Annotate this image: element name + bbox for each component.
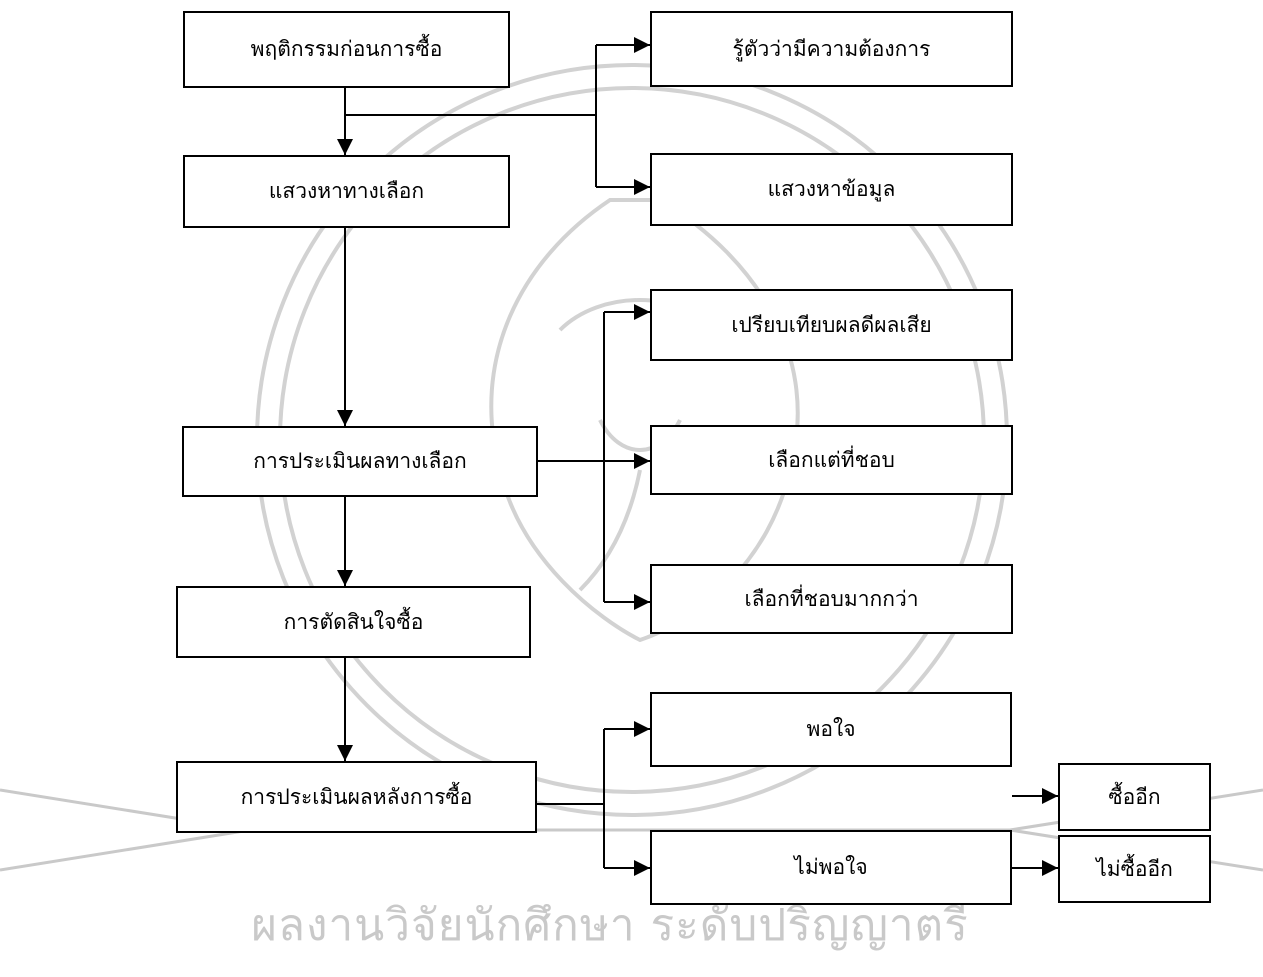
node-pre-purchase-behavior: พฤติกรรมก่อนการซื้อ — [183, 11, 510, 88]
node-label: เปรียบเทียบผลดีผลเสีย — [731, 309, 931, 342]
node-label: การประเมินผลหลังการซื้อ — [241, 781, 473, 814]
node-search-alternatives: แสวงหาทางเลือก — [183, 155, 510, 228]
node-choose-liked: เลือกแต่ที่ชอบ — [650, 425, 1013, 495]
node-evaluate-alternatives: การประเมินผลทางเลือก — [182, 426, 538, 497]
node-choose-preferred: เลือกที่ชอบมากกว่า — [650, 564, 1013, 634]
node-not-buy-again: ไม่ซื้ออีก — [1058, 835, 1211, 903]
node-satisfied: พอใจ — [650, 692, 1012, 767]
node-label: การประเมินผลทางเลือก — [253, 445, 467, 478]
node-label: แสวงหาทางเลือก — [269, 175, 424, 208]
node-label: พฤติกรรมก่อนการซื้อ — [251, 33, 443, 66]
node-label: เลือกที่ชอบมากกว่า — [744, 583, 918, 616]
node-label: ไม่พอใจ — [794, 851, 867, 884]
node-label: รู้ตัวว่ามีความต้องการ — [733, 33, 931, 66]
node-post-purchase-evaluation: การประเมินผลหลังการซื้อ — [176, 761, 537, 833]
node-compare-pros-cons: เปรียบเทียบผลดีผลเสีย — [650, 289, 1013, 361]
node-purchase-decision: การตัดสินใจซื้อ — [176, 586, 531, 658]
node-label: เลือกแต่ที่ชอบ — [768, 444, 895, 477]
node-information-search: แสวงหาข้อมูล — [650, 153, 1013, 226]
node-not-satisfied: ไม่พอใจ — [650, 830, 1012, 905]
node-label: แสวงหาข้อมูล — [768, 173, 896, 206]
node-label: ซื้ออีก — [1108, 781, 1160, 814]
node-need-recognition: รู้ตัวว่ามีความต้องการ — [650, 11, 1013, 87]
node-label: การตัดสินใจซื้อ — [284, 606, 424, 639]
node-buy-again: ซื้ออีก — [1058, 763, 1211, 831]
node-label: ไม่ซื้ออีก — [1096, 853, 1173, 886]
node-label: พอใจ — [806, 713, 855, 746]
